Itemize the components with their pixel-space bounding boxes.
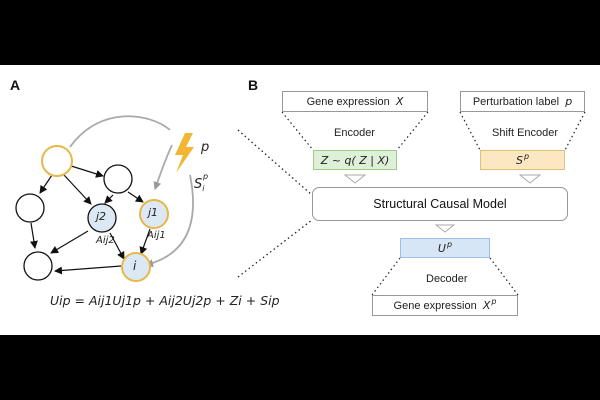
- panel-b-letter: B: [248, 77, 259, 93]
- edge-j2-to-bottom: [50, 230, 89, 254]
- arrow-shift-to-scm: [518, 174, 542, 184]
- encoder-trap-right: [396, 111, 429, 151]
- gene-expression-input-box: Gene expression X: [282, 91, 428, 112]
- edge-left-to-bottom: [29, 222, 38, 249]
- edge-top-to-midright: [67, 164, 104, 178]
- perturbation-curve-j1: [153, 144, 173, 190]
- edge-j2-to-i: [109, 232, 125, 260]
- node-i-label: i: [133, 259, 137, 273]
- node-i: [121, 252, 151, 282]
- perturbation-curve-top: [69, 115, 171, 148]
- latent-distribution-box: Z ~ q( Z | X): [313, 150, 397, 170]
- node-bottom: [23, 251, 53, 281]
- node-mid-right: [103, 164, 133, 194]
- decoder-trap-left: [371, 257, 401, 296]
- shift-box: Sp: [480, 150, 565, 170]
- node-j2-label: j2: [96, 210, 107, 223]
- lightning-icon: [175, 133, 194, 173]
- gene-expression-output-box: Gene expression Xp: [372, 295, 518, 316]
- scm-equation: Uip = Aij1Uj1p + Aij2Uj2p + Zi + Sip: [50, 293, 280, 308]
- shift-encoder-label: Shift Encoder: [492, 127, 559, 139]
- node-left: [15, 193, 45, 223]
- arrow-scm-to-u: [434, 224, 456, 233]
- node-top-highlight: [41, 145, 73, 177]
- node-j2: [87, 203, 117, 233]
- shift-trap-right: [564, 111, 586, 151]
- dotted-connector-top: [237, 129, 313, 196]
- dotted-connector-bottom: [237, 219, 313, 278]
- node-j1: [139, 199, 169, 229]
- shift-trap-left: [459, 111, 481, 151]
- node-j1-label: j1: [148, 206, 159, 219]
- edge-j1-to-i: [139, 228, 151, 255]
- scm-box: Structural Causal Model: [312, 187, 568, 221]
- edge-a-ij1-label: Aij1: [147, 230, 166, 241]
- perturbation-symbol: p: [201, 140, 210, 155]
- encoder-trap-left: [281, 111, 314, 151]
- panel-a-letter: A: [10, 77, 21, 93]
- decoder-label: Decoder: [426, 273, 468, 285]
- perturbation-curve-i: [145, 174, 194, 268]
- encoder-label: Encoder: [334, 127, 375, 139]
- edge-midright-to-j1: [127, 191, 144, 203]
- edge-i-to-bottom: [54, 265, 122, 275]
- diagram-canvas: [15, 111, 586, 296]
- perturbation-label-box: Perturbation label p: [460, 91, 585, 112]
- edge-a-ij2-label: Aij2: [96, 235, 115, 246]
- u-box: Up: [400, 238, 490, 258]
- figure-panel: A: [0, 65, 600, 335]
- edge-top-to-left: [39, 174, 53, 194]
- decoder-trap-right: [489, 257, 519, 296]
- arrow-latent-to-scm: [343, 174, 367, 184]
- edge-midright-to-j2: [104, 194, 114, 204]
- edge-top-to-j2: [63, 174, 92, 205]
